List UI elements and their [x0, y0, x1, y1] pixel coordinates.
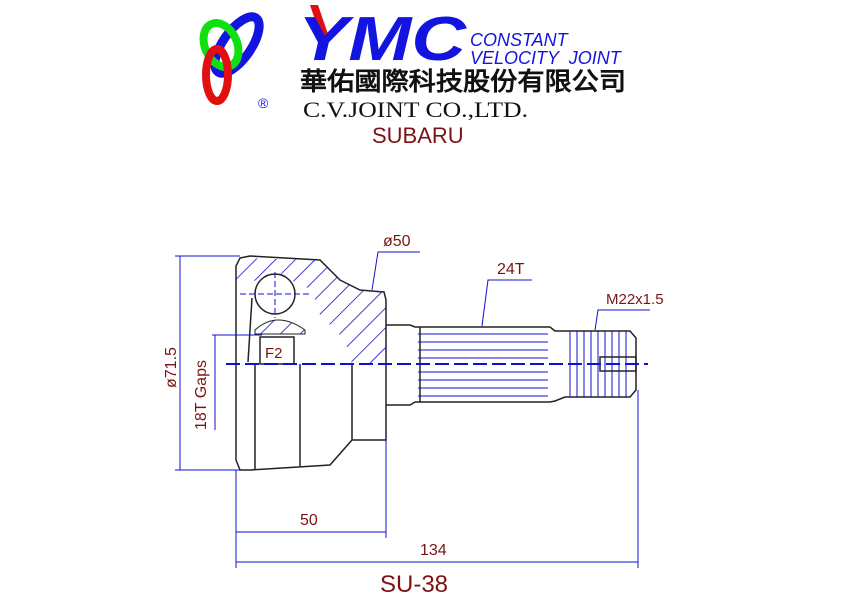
registered-mark: ® [258, 95, 269, 111]
brand-name: SUBARU [372, 123, 464, 148]
logo-wordmark: YMC [298, 5, 467, 74]
company-name-chinese: 華佑國際科技股份有限公司 [300, 67, 626, 96]
outer-diameter-label: ø71.5 [163, 347, 180, 388]
tagline-line1: CONSTANT [470, 30, 570, 50]
bell-length-label: 50 [300, 512, 318, 529]
cv-joint-body: F2 [226, 255, 648, 471]
company-logo: ® YMC CONSTANT VELOCITY JOINT [199, 5, 623, 111]
inner-spline-label: 18T Gaps [193, 360, 210, 430]
tagline-line2: VELOCITY JOINT [470, 48, 623, 68]
thread-label: M22x1.5 [606, 291, 664, 308]
marker-label: F2 [265, 345, 283, 362]
spline-teeth-label: 24T [497, 261, 525, 278]
part-number: SU-38 [380, 571, 448, 596]
dimensions: ø71.5 18T Gaps ø50 24T M22x1.5 50 134 [163, 233, 664, 568]
neck-diameter-label: ø50 [383, 233, 411, 250]
company-name-english: C.V.JOINT CO.,LTD. [303, 97, 528, 122]
total-length-label: 134 [420, 542, 447, 559]
